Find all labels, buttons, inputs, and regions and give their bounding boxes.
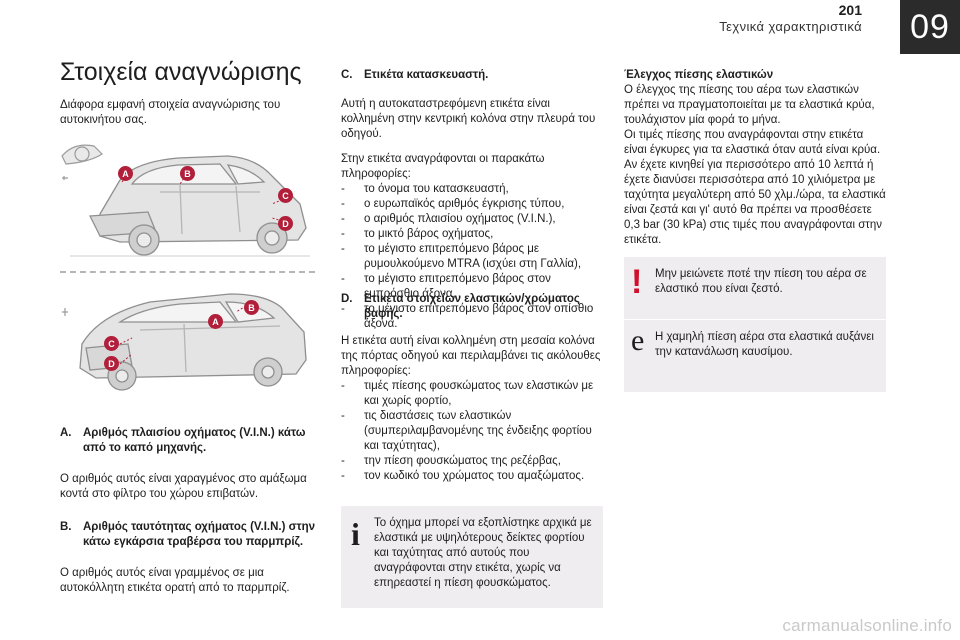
figure-divider: [60, 271, 315, 273]
tyre-check-section: Έλεγχος πίεσης ελαστικών Ο έλεγχος της π…: [624, 68, 886, 248]
chapter-number: 09: [910, 7, 950, 46]
info-note-text: Το όχημα μπορεί να εξοπλίστηκε αρχικά με…: [374, 517, 592, 589]
warning-icon: !: [631, 263, 643, 301]
intro-text: Διάφορα εμφανή στοιχεία αναγνώρισης του …: [60, 99, 281, 126]
page-title: Στοιχεία αναγνώρισης: [60, 58, 302, 86]
chapter-title: Τεχνικά χαρακτηριστικά: [719, 19, 862, 34]
list-item: το όνομα του κατασκευαστή,: [341, 182, 603, 197]
car-front-view-illustration: [61, 144, 310, 257]
section-a-label: A.: [60, 427, 72, 439]
section-c-label: C.: [341, 69, 353, 81]
tyre-check-heading: Έλεγχος πίεσης ελαστικών: [624, 69, 774, 81]
car-illustration-bottom: B A C D: [60, 282, 320, 394]
list-item: το μέγιστο επιτρεπόμενο βάρος στον οπίσθ…: [341, 302, 603, 332]
section-d-list: τιμές πίεσης φουσκώματος των ελαστικών μ…: [341, 379, 603, 484]
section-c-list: το όνομα του κατασκευαστή, ο ευρωπαϊκός …: [341, 182, 603, 332]
car-rear-view-illustration: [62, 293, 307, 391]
list-item: τις διαστάσεις των ελαστικών (συμπεριλαμ…: [341, 409, 603, 454]
marker-top-a: A: [118, 166, 133, 181]
marker-top-d: D: [278, 216, 293, 231]
section-b-heading-line1: Αριθμός ταυτότητας οχήματος (V.I.N.) στη…: [83, 521, 316, 533]
section-c-heading-text: Ετικέτα κατασκευαστή.: [364, 69, 489, 81]
section-a-heading: A. Αριθμός πλαισίου οχήματος (V.I.N.) κάτ…: [60, 426, 322, 456]
section-c-heading: C. Ετικέτα κατασκευαστή.: [341, 68, 603, 83]
warning-note-text: Μην μειώνετε ποτέ την πίεση του αέρα σε …: [655, 268, 867, 295]
watermark: carmanualsonline.info: [782, 616, 952, 635]
list-item: ο αριθμός πλαισίου οχήματος (V.I.N.),: [341, 212, 603, 227]
section-b: B. Αριθμός ταυτότητας οχήματος (V.I.N.) σ…: [60, 520, 322, 596]
marker-bottom-b: B: [244, 300, 259, 315]
list-item: ο ευρωπαϊκός αριθμός έγκρισης τύπου,: [341, 197, 603, 212]
section-a-heading-line1: Αριθμός πλαισίου οχήματος (V.I.N.) κάτω: [83, 427, 306, 439]
section-b-heading-line2: κάτω εγκάρσια τραβέρσα του παρμπρίζ.: [83, 536, 304, 548]
section-b-label: B.: [60, 521, 72, 533]
chapter-tab: 09: [900, 0, 960, 54]
section-d-heading-line2: βαφής.: [364, 308, 403, 320]
section-b-body: Ο αριθμός αυτός είναι γραμμένος σε μια α…: [60, 567, 290, 594]
list-item: το μέγιστο επιτρεπόμενο βάρος με ρυμουλκ…: [341, 242, 603, 272]
info-note-box: i Το όχημα μπορεί να εξοπλίστηκε αρχικά …: [341, 506, 603, 608]
list-item: τον κωδικό του χρώματος του αμαξώματος.: [341, 469, 603, 484]
list-item: τιμές πίεσης φουσκώματος των ελαστικών μ…: [341, 379, 603, 409]
section-a-heading-line2: από το καπό μηχανής.: [83, 442, 207, 454]
section-d: D. Ετικέτα στοιχείων ελαστικών/χρώματος β…: [341, 292, 603, 484]
section-d-body: Η ετικέτα αυτή είναι κολλημένη στη μεσαί…: [341, 335, 601, 377]
marker-bottom-a: A: [208, 314, 223, 329]
section-b-heading: B. Αριθμός ταυτότητας οχήματος (V.I.N.) σ…: [60, 520, 322, 550]
list-item: την πίεση φουσκώματος της ρεζέρβας,: [341, 454, 603, 469]
list-item: το μέγιστο επιτρεπόμενο βάρος στον εμπρό…: [341, 272, 603, 302]
section-c: C. Ετικέτα κατασκευαστή. Αυτή η αυτοκατασ…: [341, 68, 603, 332]
section-d-heading: D. Ετικέτα στοιχείων ελαστικών/χρώματος β…: [341, 292, 603, 322]
info-icon: i: [351, 516, 360, 552]
marker-bottom-c: C: [104, 336, 119, 351]
list-item: το μικτό βάρος οχήματος,: [341, 227, 603, 242]
section-c-body2: Στην ετικέτα αναγράφονται οι παρακάτω πλ…: [341, 153, 545, 180]
section-c-body1: Αυτή η αυτοκαταστρεφόμενη ετικέτα είναι …: [341, 98, 596, 140]
section-a-body: Ο αριθμός αυτός είναι χαραγμένος στο αμά…: [60, 473, 307, 500]
section-d-heading-line1: Ετικέτα στοιχείων ελαστικών/χρώματος: [364, 293, 580, 305]
eco-note-box: e Η χαμηλή πίεση αέρα στα ελαστικά αυξάν…: [624, 320, 886, 392]
marker-top-c: C: [278, 188, 293, 203]
page-number: 201: [838, 2, 862, 18]
tyre-check-body1: Ο έλεγχος της πίεσης του αέρα των ελαστι…: [624, 84, 875, 126]
car-illustration-top: A B C D: [60, 132, 320, 260]
marker-bottom-d: D: [104, 356, 119, 371]
section-d-label: D.: [341, 293, 353, 305]
warning-note-box: ! Μην μειώνετε ποτέ την πίεση του αέρα σ…: [624, 257, 886, 319]
marker-top-b: B: [180, 166, 195, 181]
tyre-check-body2: Οι τιμές πίεσης που αναγράφονται στην ετ…: [624, 129, 886, 246]
section-a: A. Αριθμός πλαισίου οχήματος (V.I.N.) κάτ…: [60, 426, 322, 502]
eco-icon: e: [631, 324, 645, 357]
eco-note-text: Η χαμηλή πίεση αέρα στα ελαστικά αυξάνει…: [655, 331, 874, 358]
